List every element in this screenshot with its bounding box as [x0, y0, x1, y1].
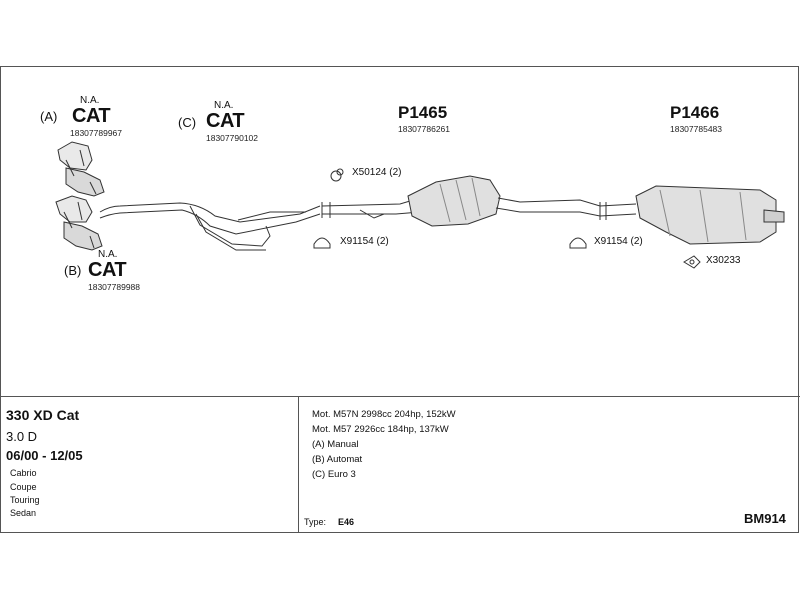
body-type: Cabrio — [10, 468, 37, 478]
p1465-label: P1465 — [398, 103, 448, 122]
p1466-number: 18307785483 — [670, 124, 723, 134]
body-type: Sedan — [10, 508, 37, 518]
rear-pipe-drawing — [495, 197, 637, 220]
front-pipe-drawing — [99, 202, 321, 251]
p1466-label: P1466 — [670, 103, 720, 122]
vehicle-engine: 3.0 D — [6, 429, 38, 444]
cat-a-label: CAT — [72, 105, 111, 127]
vehicle-model: 330 XD Cat — [6, 407, 80, 423]
x30233-label: X30233 — [706, 255, 741, 266]
type-value: E46 — [338, 517, 355, 527]
body-type: Touring — [10, 495, 40, 505]
exhaust-diagram — [55, 141, 785, 269]
spec-line: Mot. M57 2926cc 184hp, 137kW — [312, 424, 449, 435]
spec-line: (C) Euro 3 — [312, 469, 356, 480]
body-type: Coupe — [10, 482, 37, 492]
cat-a-number: 18307789967 — [70, 128, 123, 138]
rear-silencer-drawing — [635, 185, 785, 245]
catalytic-converter-a-drawing — [57, 141, 105, 197]
cat-b-number: 18307789988 — [88, 282, 141, 292]
catalytic-converter-b-drawing — [55, 195, 103, 251]
divider-vertical — [298, 396, 299, 533]
clamp-x50124-drawing — [330, 168, 344, 182]
cat-b-prefix: (B) — [64, 263, 82, 278]
divider-horizontal — [0, 396, 800, 397]
rubber-mount-x30233-drawing — [683, 255, 701, 269]
x91154-right-label: X91154 (2) — [594, 236, 643, 247]
spec-line: (B) Automat — [312, 454, 363, 465]
clamp-x91154-right-drawing — [569, 237, 587, 249]
vehicle-dates: 06/00 - 12/05 — [6, 448, 83, 463]
cat-a-prefix: (A) — [40, 109, 58, 124]
cat-b-label: CAT — [88, 259, 127, 281]
diagram-frame — [0, 66, 799, 533]
x91154-left-label: X91154 (2) — [340, 236, 389, 247]
type-label: Type: — [304, 517, 327, 527]
cat-b-note: N.A. — [98, 249, 118, 260]
cat-c-note: N.A. — [214, 100, 234, 111]
cat-c-prefix: (C) — [178, 115, 197, 130]
p1465-number: 18307786261 — [398, 124, 451, 134]
x50124-label: X50124 (2) — [352, 167, 402, 178]
spec-line: Mot. M57N 2998cc 204hp, 152kW — [312, 409, 456, 420]
cat-c-number: 18307790102 — [206, 133, 259, 143]
middle-pipe-drawing — [321, 197, 421, 219]
cat-a-note: N.A. — [80, 95, 100, 106]
middle-silencer-drawing — [407, 175, 501, 227]
diagram-code: BM914 — [744, 511, 786, 526]
spec-line: (A) Manual — [312, 439, 359, 450]
cat-c-label: CAT — [206, 110, 245, 132]
clamp-x91154-left-drawing — [313, 237, 331, 249]
